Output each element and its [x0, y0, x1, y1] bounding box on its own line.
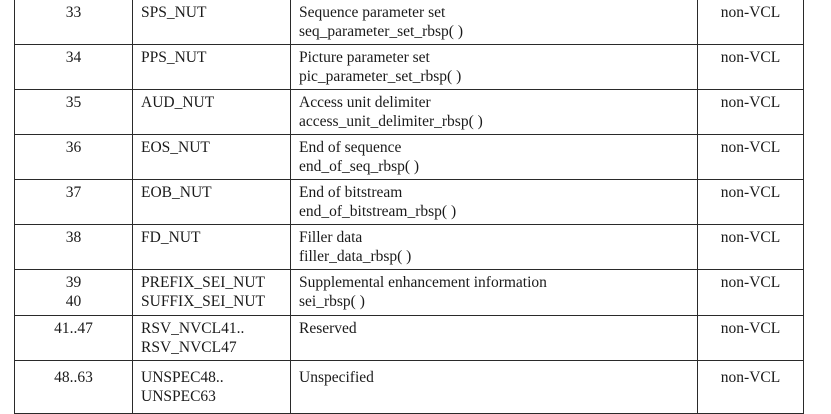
cell-line: access_unit_delimiter_rbsp( )	[299, 113, 483, 130]
cell-line: 38	[65, 229, 82, 246]
cell-line: Supplemental enhancement information	[299, 274, 547, 291]
content-description-cell: End of bitstream end_of_bitstream_rbsp( )	[290, 179, 698, 225]
cell-line: Unspecified	[299, 369, 374, 386]
cell-line: EOS_NUT	[141, 139, 210, 156]
cell-line: Access unit delimiter	[299, 94, 431, 111]
cell-line: non-VCL	[720, 4, 781, 21]
nal-unit-type-class-cell: non-VCL	[697, 224, 804, 270]
nal-unit-type-value-cell: 35	[14, 89, 133, 135]
nal-unit-type-name-cell: RSV_NVCL41.. RSV_NVCL47	[132, 315, 291, 361]
cell-line: PREFIX_SEI_NUT	[141, 274, 266, 291]
cell-line: pic_parameter_set_rbsp( )	[299, 68, 462, 85]
content-description-cell: Filler data filler_data_rbsp( )	[290, 224, 698, 270]
cell-line: 37	[65, 184, 82, 201]
nal-unit-type-name-cell: AUD_NUT	[132, 89, 291, 135]
nal-unit-type-value-cell: 37	[14, 179, 133, 225]
nal-unit-type-value-cell: 34	[14, 44, 133, 90]
nal-unit-type-class-cell: non-VCL	[697, 0, 804, 45]
nal-unit-type-name-cell: PPS_NUT	[132, 44, 291, 90]
content-description-cell: Reserved	[290, 315, 698, 361]
nal-unit-type-value-cell: 36	[14, 134, 133, 180]
cell-line: FD_NUT	[141, 229, 201, 246]
content-description-cell: End of sequence end_of_seq_rbsp( )	[290, 134, 698, 180]
nal-unit-type-name-cell: EOB_NUT	[132, 179, 291, 225]
content-description-cell: Access unit delimiter access_unit_delimit…	[290, 89, 698, 135]
cell-line: 48..63	[54, 369, 93, 386]
cell-line: UNSPEC48..	[141, 369, 224, 386]
cell-line: end_of_bitstream_rbsp( )	[299, 203, 457, 220]
table-row: 35 AUD_NUT Access unit delimiter access_u…	[14, 89, 804, 135]
table-row: 41..47 RSV_NVCL41.. RSV_NVCL47 Reserved n…	[14, 315, 804, 361]
nal-unit-type-name-cell: UNSPEC48.. UNSPEC63	[132, 360, 291, 414]
table-row: 38 FD_NUT Filler data filler_data_rbsp( )…	[14, 224, 804, 270]
cell-line: 35	[65, 94, 82, 111]
cell-line: AUD_NUT	[141, 94, 215, 111]
cell-line: RSV_NVCL41..	[141, 320, 245, 337]
cell-line: non-VCL	[720, 49, 781, 66]
cell-line: SPS_NUT	[141, 4, 207, 21]
cell-line: SUFFIX_SEI_NUT	[141, 293, 266, 310]
nal-unit-type-value-cell: 48..63	[14, 360, 133, 414]
cell-line: 33	[65, 4, 82, 21]
cell-line: 41..47	[54, 320, 93, 337]
cell-line: Sequence parameter set	[299, 4, 446, 21]
cell-line: sei_rbsp( )	[299, 293, 365, 310]
cell-line: EOB_NUT	[141, 184, 212, 201]
cell-line: non-VCL	[720, 184, 781, 201]
cell-line: non-VCL	[720, 320, 781, 337]
table-row: 34 PPS_NUT Picture parameter set pic_para…	[14, 44, 804, 90]
cell-line: filler_data_rbsp( )	[299, 248, 412, 265]
cell-line: non-VCL	[720, 139, 781, 156]
cell-line: 34	[65, 49, 82, 66]
nal-unit-type-value-cell: 33	[14, 0, 133, 45]
nal-unit-type-name-cell: PREFIX_SEI_NUT SUFFIX_SEI_NUT	[132, 269, 291, 316]
nal-unit-type-value-cell: 41..47	[14, 315, 133, 361]
content-description-cell: Supplemental enhancement information sei_…	[290, 269, 698, 316]
table-row: 37 EOB_NUT End of bitstream end_of_bitstr…	[14, 179, 804, 225]
nal-unit-type-name-cell: SPS_NUT	[132, 0, 291, 45]
content-description-cell: Picture parameter set pic_parameter_set_r…	[290, 44, 698, 90]
cell-line: Reserved	[299, 320, 357, 337]
cell-line: Picture parameter set	[299, 49, 430, 66]
nal-unit-type-name-cell: FD_NUT	[132, 224, 291, 270]
table-row: 33 SPS_NUT Sequence parameter set seq_par…	[14, 0, 804, 45]
nal-unit-type-class-cell: non-VCL	[697, 315, 804, 361]
cell-line: non-VCL	[720, 229, 781, 246]
cell-line: End of sequence	[299, 139, 402, 156]
table-row: 48..63 UNSPEC48.. UNSPEC63 Unspecified no…	[14, 360, 804, 414]
nal-unit-type-value-cell: 38	[14, 224, 133, 270]
cell-line: RSV_NVCL47	[141, 339, 237, 356]
nal-unit-type-name-cell: EOS_NUT	[132, 134, 291, 180]
content-description-cell: Unspecified	[290, 360, 698, 414]
cell-line: seq_parameter_set_rbsp( )	[299, 23, 463, 40]
nal-unit-type-class-cell: non-VCL	[697, 44, 804, 90]
nal-unit-type-class-cell: non-VCL	[697, 89, 804, 135]
table-row: 36 EOS_NUT End of sequence end_of_seq_rbs…	[14, 134, 804, 180]
cell-line: UNSPEC63	[141, 388, 216, 405]
cell-line: 39	[65, 274, 82, 291]
cell-line: 40	[65, 293, 82, 310]
cell-line: Filler data	[299, 229, 363, 246]
cell-line: 36	[65, 139, 82, 156]
cell-line: PPS_NUT	[141, 49, 207, 66]
nal-unit-type-class-cell: non-VCL	[697, 360, 804, 414]
cell-line: end_of_seq_rbsp( )	[299, 158, 420, 175]
nal-unit-type-table: 33 SPS_NUT Sequence parameter set seq_par…	[14, 0, 804, 414]
content-description-cell: Sequence parameter set seq_parameter_set_…	[290, 0, 698, 45]
cell-line: non-VCL	[720, 94, 781, 111]
cell-line: non-VCL	[720, 274, 781, 291]
nal-unit-type-class-cell: non-VCL	[697, 269, 804, 316]
cell-line: non-VCL	[720, 369, 781, 386]
nal-unit-type-class-cell: non-VCL	[697, 179, 804, 225]
nal-unit-type-class-cell: non-VCL	[697, 134, 804, 180]
cell-line: End of bitstream	[299, 184, 403, 201]
